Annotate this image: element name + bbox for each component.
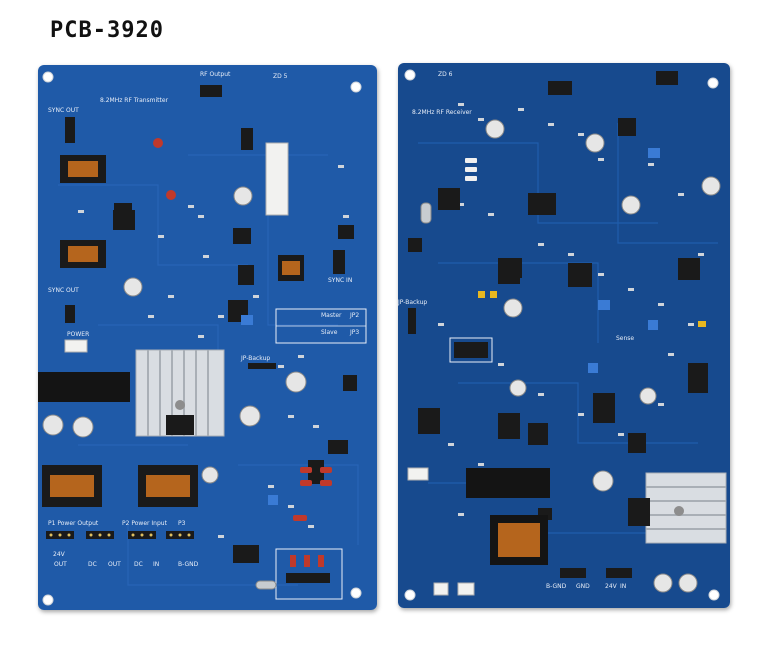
out-label-2: OUT <box>108 561 121 568</box>
b-gnd-label: B-GND <box>546 583 567 590</box>
dc-label: DC <box>88 561 97 568</box>
transmitter-header-text: 8.2MHz RF Transmitter <box>100 97 169 104</box>
inductor-icon <box>42 155 304 507</box>
in-label: IN <box>620 583 627 590</box>
transmitter-board-artwork <box>38 65 377 610</box>
power-label: POWER <box>67 331 90 338</box>
receiver-code: ZD 6 <box>438 71 453 78</box>
receiver-header-text: 8.2MHz RF Receiver <box>412 109 472 116</box>
dc-label-2: DC <box>134 561 143 568</box>
24v-label: 24V <box>53 551 65 558</box>
in-label: IN <box>153 561 160 568</box>
transmitter-board: 8.2MHz RF Transmitter RF Output ZD 5 SYN… <box>38 65 377 610</box>
out-label: OUT <box>54 561 67 568</box>
power-output-label: P1 Power Output <box>48 520 99 527</box>
master-label: Master <box>321 312 342 319</box>
receiver-board-artwork <box>398 63 730 608</box>
sync-out-label-2: SYNC OUT <box>48 287 79 294</box>
jp-backup-label: JP-Backup <box>241 355 271 362</box>
sense-label: Sense <box>616 335 635 342</box>
heatsink-icon <box>628 472 727 544</box>
jp3-label: JP3 <box>350 329 360 336</box>
receiver-board: 8.2MHz RF Receiver ZD 6 JP-Backup Sense … <box>398 63 730 608</box>
heatsink-icon <box>135 349 225 437</box>
jp-backup-label: JP-Backup <box>398 299 428 306</box>
sync-out-label: SYNC OUT <box>48 107 79 114</box>
slave-label: Slave <box>321 329 338 336</box>
page-title: PCB-3920 <box>50 18 164 43</box>
jp2-label: JP2 <box>350 312 360 319</box>
sync-in-label: SYNC IN <box>328 277 353 284</box>
p3-label: P3 <box>178 520 186 527</box>
rf-output-label: RF Output <box>200 71 231 78</box>
transmitter-code: ZD 5 <box>273 73 288 80</box>
b-gnd-label: B-GND <box>178 561 199 568</box>
power-input-label: P2 Power Input <box>122 520 167 527</box>
24v-label: 24V <box>605 583 617 590</box>
gnd-label: GND <box>576 583 590 590</box>
